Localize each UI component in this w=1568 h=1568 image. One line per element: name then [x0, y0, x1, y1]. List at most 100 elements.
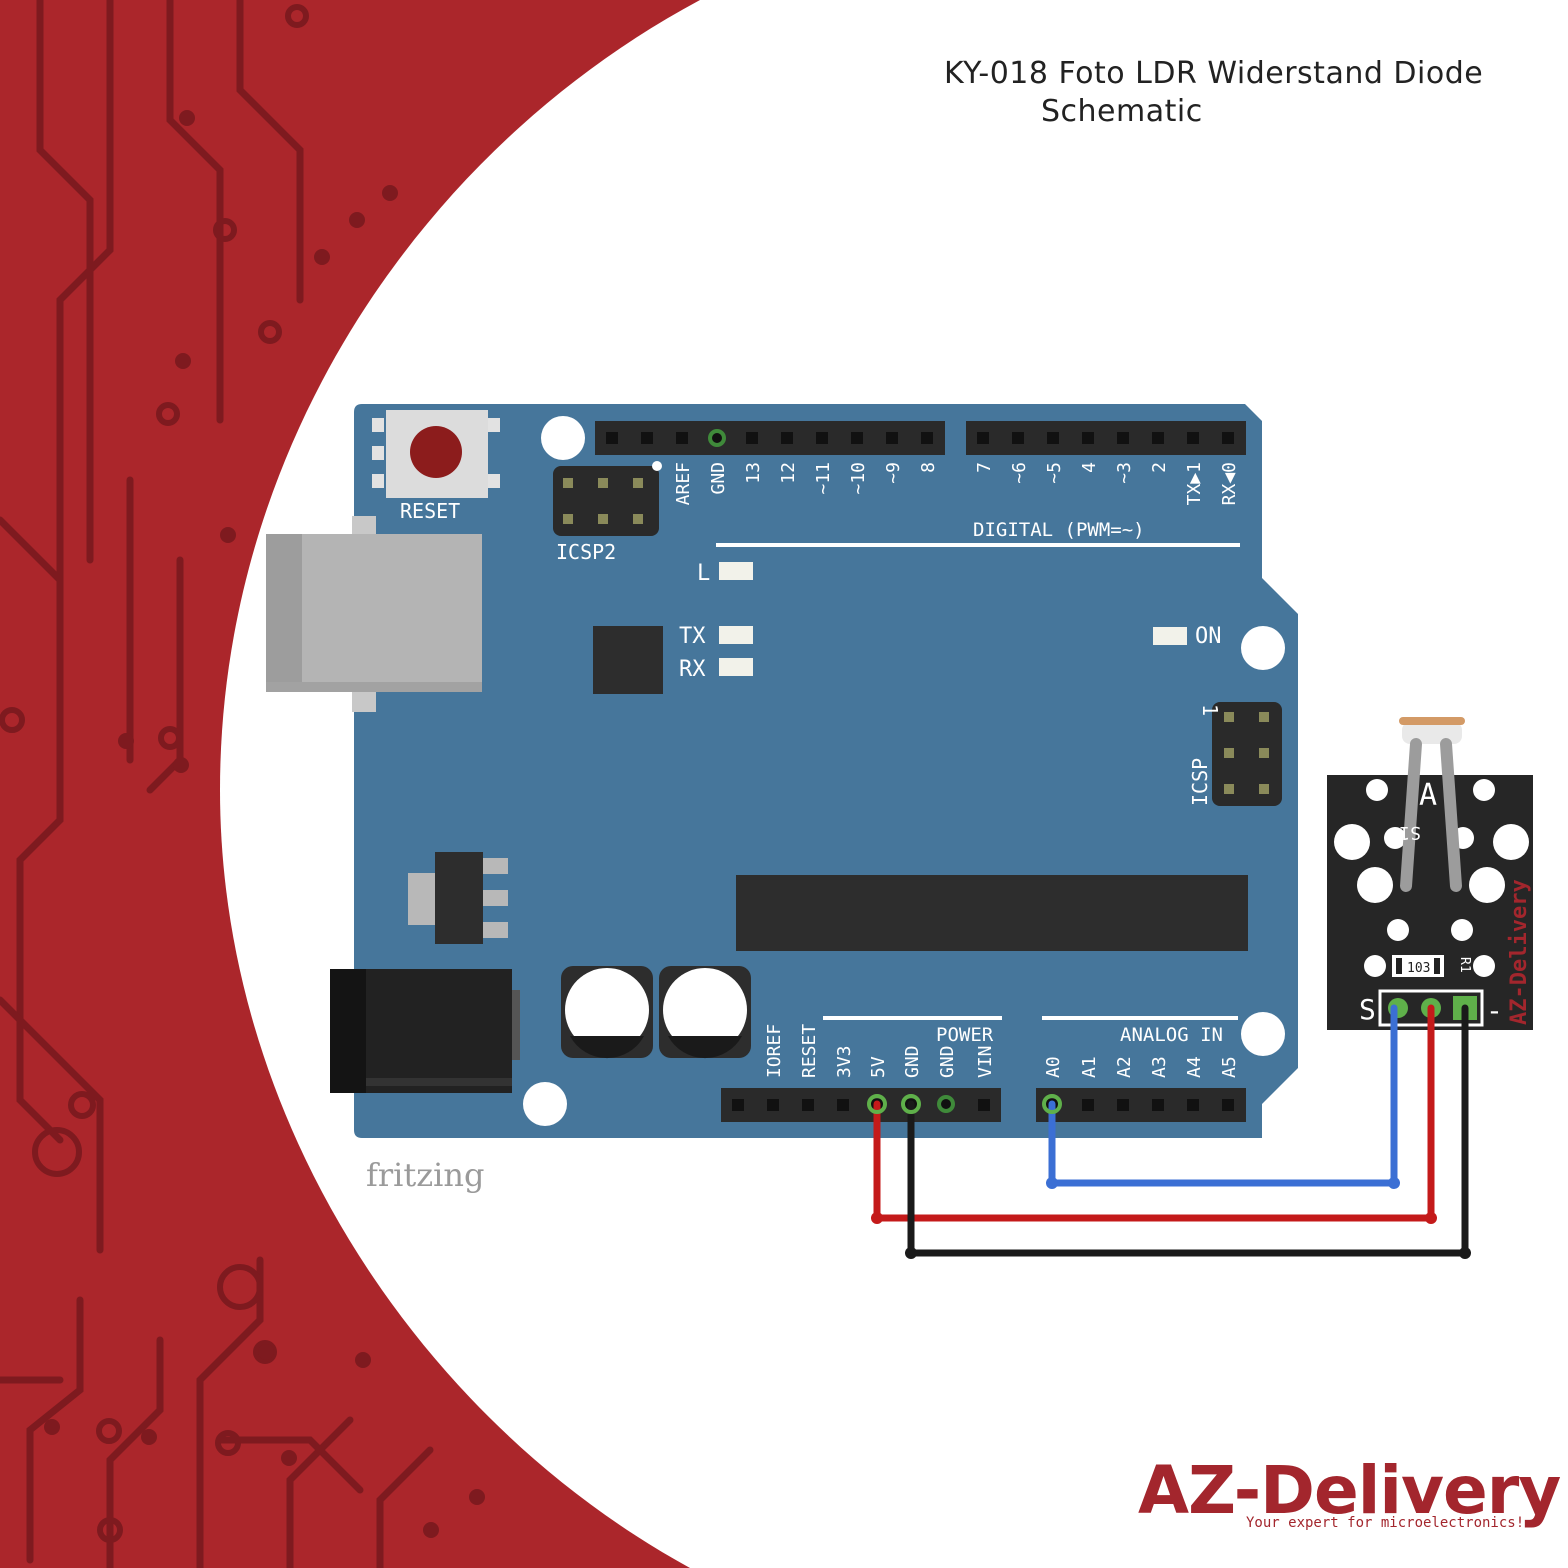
pin-minus-label: -	[1486, 994, 1503, 1027]
wire-a0-signal	[1048, 1004, 1398, 1187]
module-side-text: AZ-Delivery	[1507, 879, 1532, 1025]
pin-label: A3	[1149, 1056, 1170, 1078]
pin-label: ~3	[1114, 462, 1135, 484]
pin-label: RESET	[799, 1024, 820, 1078]
led-on-label: ON	[1195, 624, 1222, 649]
pin-label: ~11	[813, 462, 834, 495]
header-pin-contacts	[708, 429, 1062, 1114]
ldr-label: A	[1419, 778, 1437, 813]
mount-hole	[523, 1082, 567, 1126]
pin-label: ~6	[1009, 462, 1030, 484]
header-socket	[641, 432, 653, 444]
header-socket	[978, 1099, 990, 1111]
resistor-r1	[1392, 955, 1444, 977]
header-socket	[1187, 432, 1199, 444]
header-socket	[781, 432, 793, 444]
pin-label: A2	[1114, 1056, 1135, 1078]
pin-label: GND	[708, 462, 729, 495]
header-socket	[851, 432, 863, 444]
header-socket	[977, 432, 989, 444]
pin-label: 13	[743, 462, 764, 484]
wire-5v	[873, 1004, 1435, 1222]
pin-label: A0	[1043, 1056, 1064, 1078]
header-socket	[767, 1099, 779, 1111]
header-socket	[1152, 1099, 1164, 1111]
ky018-module: A S1 103 R1 S - AZ-Delivery	[1327, 717, 1533, 1030]
pin-label: GND	[902, 1045, 923, 1078]
power-header	[721, 1088, 1001, 1122]
s1-label: S1	[1399, 822, 1421, 843]
title-line-1: KY-018 Foto LDR Widerstand Diode	[944, 56, 1484, 91]
header-socket	[1117, 1099, 1129, 1111]
header-socket	[676, 432, 688, 444]
digital-sockets	[606, 432, 1234, 444]
icsp-header	[1212, 702, 1282, 806]
mount-hole	[541, 416, 585, 460]
usb-connector	[266, 516, 482, 712]
brand-logo: AZ-Delivery	[1138, 1452, 1561, 1529]
header-socket	[940, 1099, 952, 1111]
icsp-label: ICSP	[1188, 758, 1212, 806]
header-socket	[1082, 1099, 1094, 1111]
icsp2-label: ICSP2	[556, 540, 616, 564]
analog-header	[1036, 1088, 1246, 1122]
power-label: POWER	[936, 1024, 994, 1046]
header-socket	[1222, 432, 1234, 444]
pin-label: 5V	[868, 1056, 889, 1078]
header-socket	[746, 432, 758, 444]
wire-joints	[871, 1177, 1471, 1259]
microcontroller-chip	[736, 875, 1248, 951]
led-tx	[719, 626, 753, 644]
header-socket	[1187, 1099, 1199, 1111]
ldr-photoresistor	[1399, 717, 1465, 892]
wire-gnd	[907, 1004, 1469, 1257]
led-rx	[719, 658, 753, 676]
header-socket	[921, 432, 933, 444]
mount-hole	[1241, 626, 1285, 670]
pin-label: A1	[1079, 1056, 1100, 1078]
mount-hole	[1241, 1012, 1285, 1056]
capacitor	[561, 966, 653, 1059]
pin-label: VIN	[975, 1045, 996, 1078]
icsp-pin1-label: 1	[1198, 704, 1222, 716]
header-socket	[1117, 432, 1129, 444]
pin-label: ~9	[883, 462, 904, 484]
digital-header-right	[966, 421, 1246, 455]
header-socket	[1152, 432, 1164, 444]
pin-label: GND	[937, 1045, 958, 1078]
header-socket	[732, 1099, 744, 1111]
capacitor	[659, 966, 751, 1059]
digital-label: DIGITAL (PWM=~)	[973, 519, 1145, 541]
pin-label: 12	[778, 462, 799, 484]
led-rx-label: RX	[679, 657, 706, 682]
header-socket	[837, 1099, 849, 1111]
fritzing-watermark: fritzing	[366, 1156, 485, 1194]
pin-label: TX▶1	[1184, 462, 1205, 505]
pin-label: A5	[1219, 1056, 1240, 1078]
pin-label: RX◀0	[1219, 462, 1240, 505]
led-l-label: L	[697, 561, 710, 586]
led-on	[1153, 627, 1187, 645]
header-socket	[802, 1099, 814, 1111]
title-line-2: Schematic	[1041, 94, 1203, 129]
wires	[873, 1004, 1469, 1257]
board-outline	[354, 404, 1298, 1138]
pin-s-label: S	[1359, 993, 1376, 1026]
header-socket	[1222, 1099, 1234, 1111]
power-jack	[330, 969, 520, 1093]
led-l	[719, 562, 753, 580]
bottom-sockets	[732, 1099, 1234, 1111]
analog-label: ANALOG IN	[1120, 1024, 1223, 1046]
header-socket	[816, 432, 828, 444]
usb-chip	[593, 626, 663, 694]
reset-button[interactable]	[372, 410, 500, 498]
header-socket	[606, 432, 618, 444]
pin-label: 7	[974, 462, 995, 473]
pin-label: ~5	[1044, 462, 1065, 484]
led-tx-label: TX	[679, 624, 706, 649]
pin-label: IOREF	[764, 1024, 785, 1078]
icsp2-header	[553, 461, 662, 536]
pin-label: AREF	[673, 462, 694, 505]
